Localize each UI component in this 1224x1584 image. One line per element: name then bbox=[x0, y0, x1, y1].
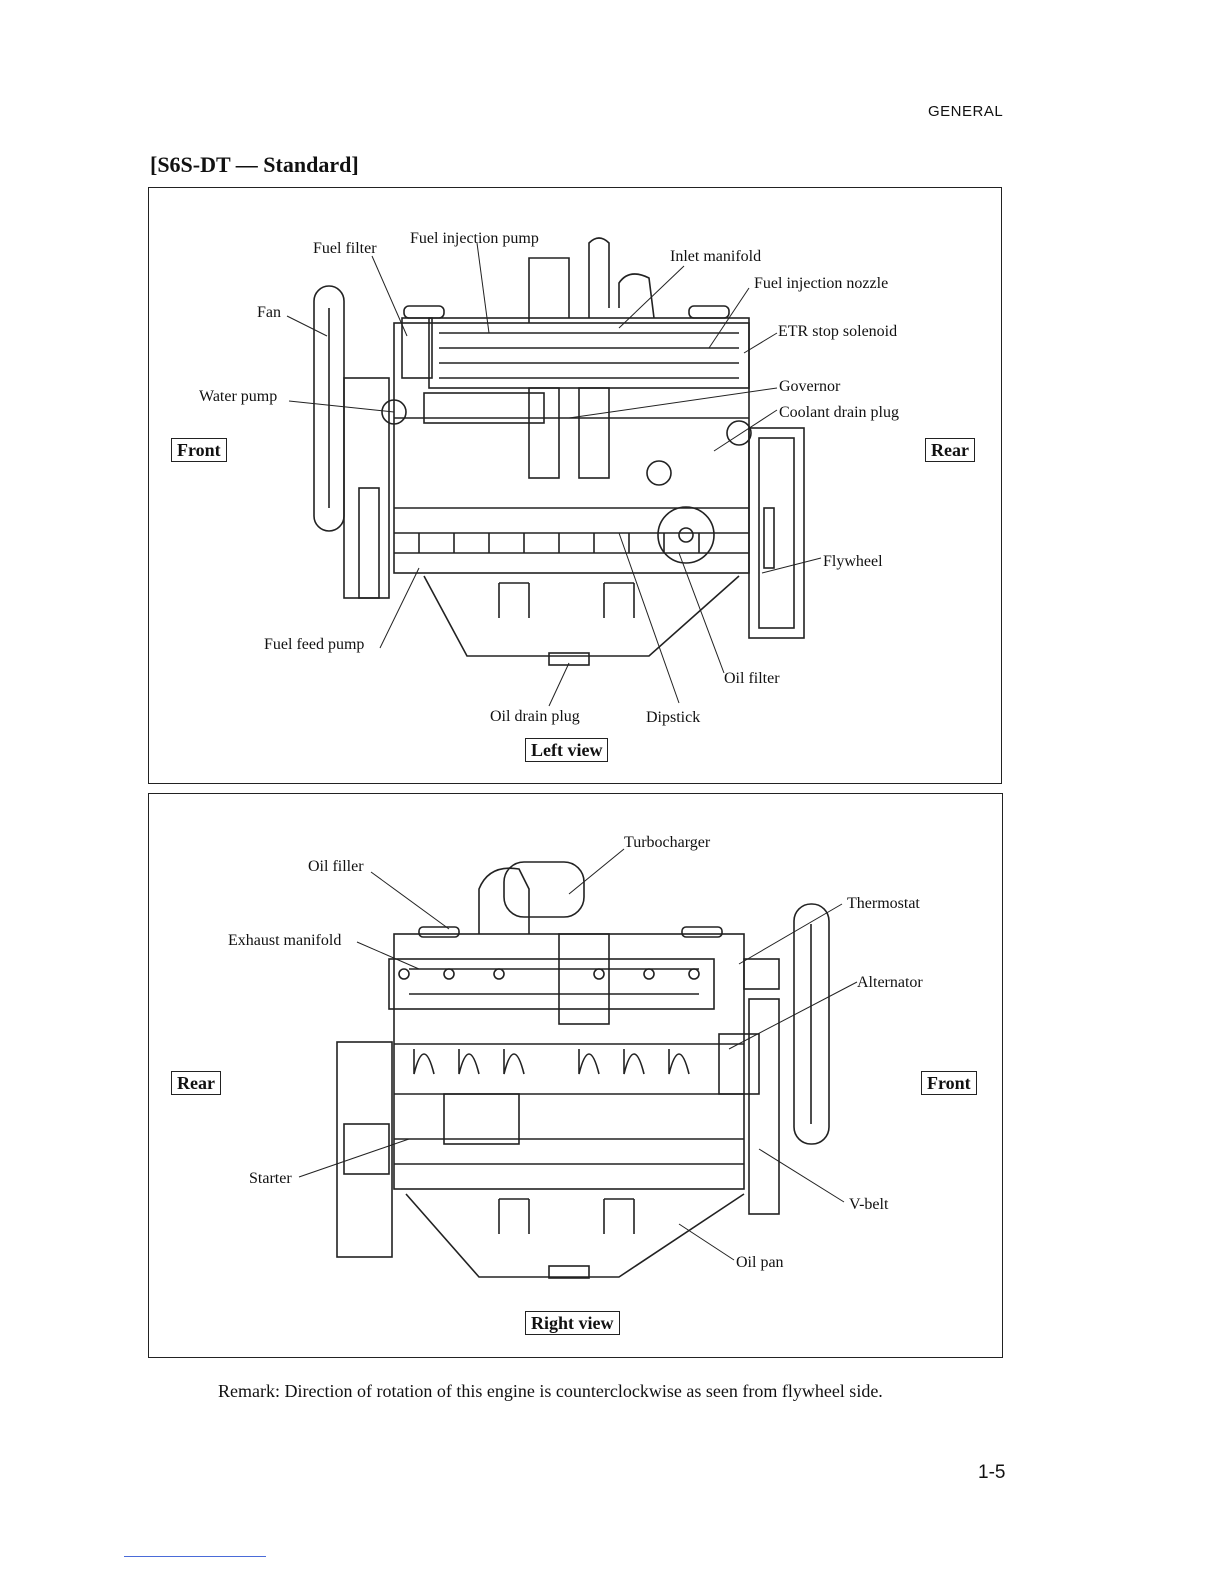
left-view-engine-drawing bbox=[286, 237, 822, 707]
callout-v-belt: V-belt bbox=[849, 1196, 889, 1213]
side-label-front: Front bbox=[171, 438, 227, 462]
callout-governor: Governor bbox=[779, 378, 841, 395]
section-header: GENERAL bbox=[928, 103, 1004, 120]
callout-starter: Starter bbox=[249, 1170, 292, 1187]
callout-thermostat: Thermostat bbox=[847, 895, 920, 912]
callout-oil-filler: Oil filler bbox=[308, 858, 364, 875]
left-view-figure: Fuel filter Fuel injection pump Inlet ma… bbox=[148, 187, 1002, 784]
callout-turbocharger: Turbocharger bbox=[624, 834, 711, 851]
view-label-right: Right view bbox=[525, 1311, 620, 1335]
callout-inlet-manifold: Inlet manifold bbox=[670, 248, 762, 265]
callout-dipstick: Dipstick bbox=[646, 709, 701, 726]
side-label-front: Front bbox=[921, 1071, 977, 1095]
page-title: [S6S-DT — Standard] bbox=[150, 152, 359, 177]
callout-coolant-drain-plug: Coolant drain plug bbox=[779, 404, 899, 421]
callout-fuel-injection-nozzle: Fuel injection nozzle bbox=[754, 275, 889, 292]
page-number: 1-5 bbox=[978, 1462, 1006, 1483]
callout-etr-stop-solenoid: ETR stop solenoid bbox=[778, 323, 898, 340]
footer-rule bbox=[124, 1556, 266, 1557]
callout-fuel-feed-pump: Fuel feed pump bbox=[264, 636, 365, 653]
callout-fuel-injection-pump: Fuel injection pump bbox=[410, 230, 539, 247]
callout-exhaust-manifold: Exhaust manifold bbox=[228, 932, 342, 949]
side-label-rear: Rear bbox=[925, 438, 975, 462]
callout-fan: Fan bbox=[257, 304, 281, 321]
callout-flywheel: Flywheel bbox=[823, 553, 883, 570]
callout-oil-pan: Oil pan bbox=[736, 1254, 784, 1271]
callout-oil-filter: Oil filter bbox=[724, 670, 780, 687]
rotation-remark: Remark: Direction of rotation of this en… bbox=[218, 1381, 883, 1401]
right-view-engine-drawing bbox=[298, 848, 858, 1279]
callout-fuel-filter: Fuel filter bbox=[313, 240, 377, 257]
view-label-left: Left view bbox=[525, 738, 609, 762]
callout-alternator: Alternator bbox=[857, 974, 923, 991]
right-view-figure: Turbocharger Oil filler Thermostat Exhau… bbox=[148, 793, 1003, 1358]
side-label-rear: Rear bbox=[171, 1071, 221, 1095]
callout-water-pump: Water pump bbox=[199, 388, 278, 405]
callout-oil-drain-plug: Oil drain plug bbox=[490, 708, 580, 725]
